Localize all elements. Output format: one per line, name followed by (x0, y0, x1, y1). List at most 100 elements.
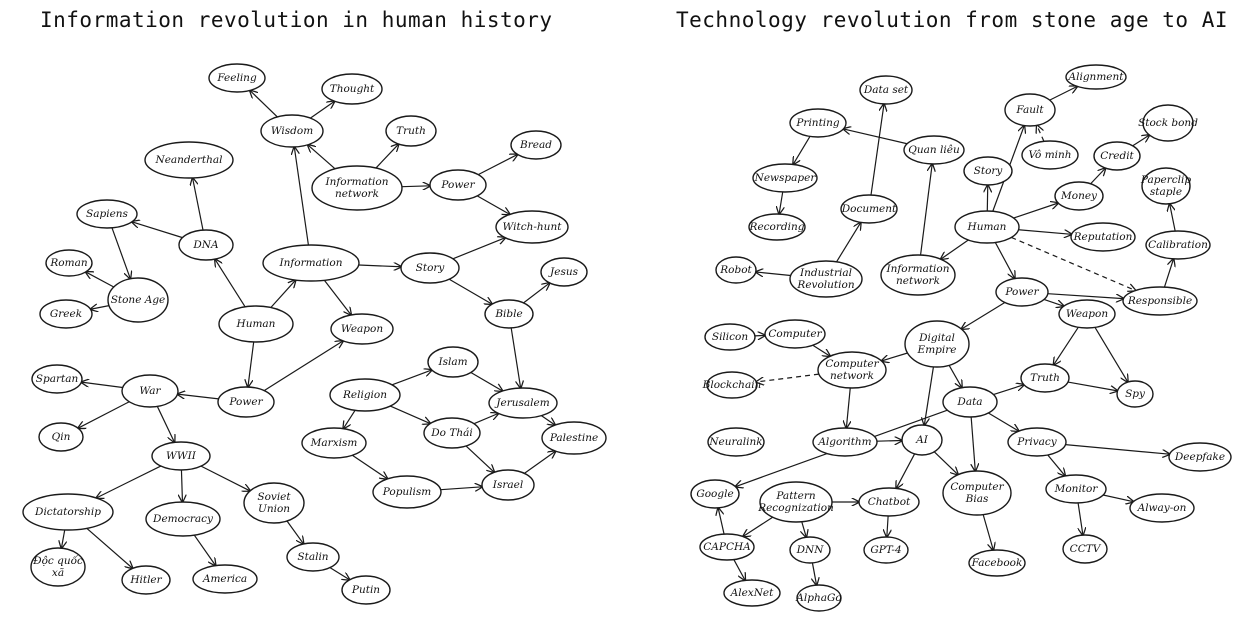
right-edge-ai-to-compbias (933, 451, 958, 475)
left-edge-populism-to-israel (440, 487, 483, 490)
right-node-label: Money (1060, 190, 1098, 202)
right-node-alphago: AlphaGo (795, 584, 842, 612)
left-node-outline (372, 475, 442, 509)
left-node-outline (484, 299, 534, 329)
right-node-stockbond: Stock bond (1138, 104, 1198, 142)
right-node-label: Alignment (1068, 71, 1125, 83)
left-edge-dna-to-neanderthal (193, 178, 204, 231)
right-node-credit: Credit (1093, 141, 1141, 171)
left-node-outline (243, 482, 305, 524)
right-edge-data-to-compbias (971, 416, 975, 471)
right-node-label: Recording (749, 221, 805, 233)
left-node-wwii: WWII (151, 441, 211, 471)
left-node-label: WWII (166, 450, 197, 462)
right-node-label: Story (974, 165, 1004, 177)
right-node-outline (1142, 104, 1194, 142)
right-diagram-edges (718, 86, 1175, 585)
right-edge-data-to-truth (993, 385, 1024, 396)
right-edge-digital-to-compnet (881, 352, 908, 361)
left-node-label: Islam (437, 356, 467, 368)
left-node-outline (45, 249, 93, 277)
right-node-outline (863, 536, 909, 564)
left-node-label: Putin (351, 584, 380, 596)
left-edge-religion-to-dothai (390, 405, 430, 423)
right-node-outline (1122, 286, 1198, 316)
right-node-outline (817, 351, 887, 389)
right-node-document: Document (840, 194, 898, 224)
right-node-outline (789, 536, 831, 564)
left-diagram-title: Information revolution in human history (40, 8, 553, 32)
left-edge-power1-to-witchhunt (476, 195, 510, 214)
right-node-outline (723, 579, 781, 607)
right-node-money: Money (1054, 181, 1104, 211)
right-node-label: Data set (863, 84, 909, 96)
right-node-label: Document (841, 203, 897, 215)
left-node-label: Power (228, 396, 263, 408)
right-node-label: Deepfake (1174, 451, 1225, 463)
right-node-human: Human (954, 210, 1020, 244)
right-node-deepfake: Deepfake (1168, 442, 1232, 472)
right-edge-human-to-reputation (1018, 229, 1072, 235)
right-node-privacy: Privacy (1007, 427, 1067, 457)
left-node-label: Israel (492, 479, 523, 491)
right-node-algorithm: Algorithm (812, 427, 878, 457)
left-node-label: Greek (50, 308, 82, 320)
left-node-outline (510, 130, 562, 160)
left-node-dictatorship: Dictatorship (22, 493, 114, 531)
left-node-outline (218, 305, 294, 343)
right-edge-printing-to-newspaper (793, 136, 811, 164)
left-node-religion: Religion (329, 378, 401, 412)
left-edge-war-to-qin (78, 401, 130, 428)
left-node-stoneage: Stone Age (107, 277, 169, 323)
right-node-blockchain: Blockchain (702, 371, 762, 399)
right-node-outline (858, 487, 920, 517)
right-edge-power-to-responsible (1047, 293, 1124, 299)
right-node-robot: Robot (715, 256, 757, 284)
right-node-story: Story (963, 156, 1013, 186)
left-node-bible: Bible (484, 299, 534, 329)
left-node-label: Qin (52, 431, 71, 443)
right-node-outline (704, 323, 756, 351)
left-node-putin: Putin (341, 575, 391, 605)
right-node-label: Vô minh (1028, 149, 1071, 161)
left-node-label: DNA (192, 239, 219, 251)
right-node-printing: Printing (789, 108, 847, 138)
right-node-reputation: Reputation (1070, 222, 1136, 252)
left-node-feeling: Feeling (208, 63, 266, 93)
right-node-alwayson: Alway-on (1129, 493, 1195, 523)
left-node-outline (178, 229, 234, 261)
left-edge-wwii-to-dictatorship (96, 465, 162, 498)
left-diagram-edges (61, 90, 555, 579)
left-node-label: Stalin (297, 551, 328, 563)
left-edge-infonet-to-truth (375, 144, 399, 169)
right-node-label: Weapon (1066, 308, 1108, 320)
right-edge-chatbot-to-gpt4 (887, 515, 888, 537)
right-node-label: CAPCHA (703, 541, 751, 553)
right-node-vominh: Vô minh (1021, 140, 1079, 170)
right-node-outline (1116, 380, 1154, 408)
left-node-label: Populism (382, 486, 432, 498)
right-node-outline (1007, 427, 1067, 457)
right-node-outline (1062, 534, 1108, 564)
left-edge-wwii-to-soviet (200, 465, 250, 491)
right-edge-power-to-digital (961, 301, 1006, 330)
right-node-monitor: Monitor (1045, 474, 1107, 504)
left-node-outline (38, 422, 84, 452)
right-node-outline (1141, 167, 1191, 205)
right-node-label: Chatbot (868, 496, 911, 508)
right-edge-credit-to-stockbond (1132, 135, 1150, 147)
right-edge-capcha-to-alexnet (733, 559, 745, 581)
left-edge-stalin-to-putin (329, 567, 350, 580)
right-node-calibration: Calibration (1145, 230, 1211, 260)
right-node-outline (1065, 64, 1127, 90)
right-node-label: Facebook (971, 557, 1023, 569)
right-node-alignment: Alignment (1065, 64, 1127, 90)
